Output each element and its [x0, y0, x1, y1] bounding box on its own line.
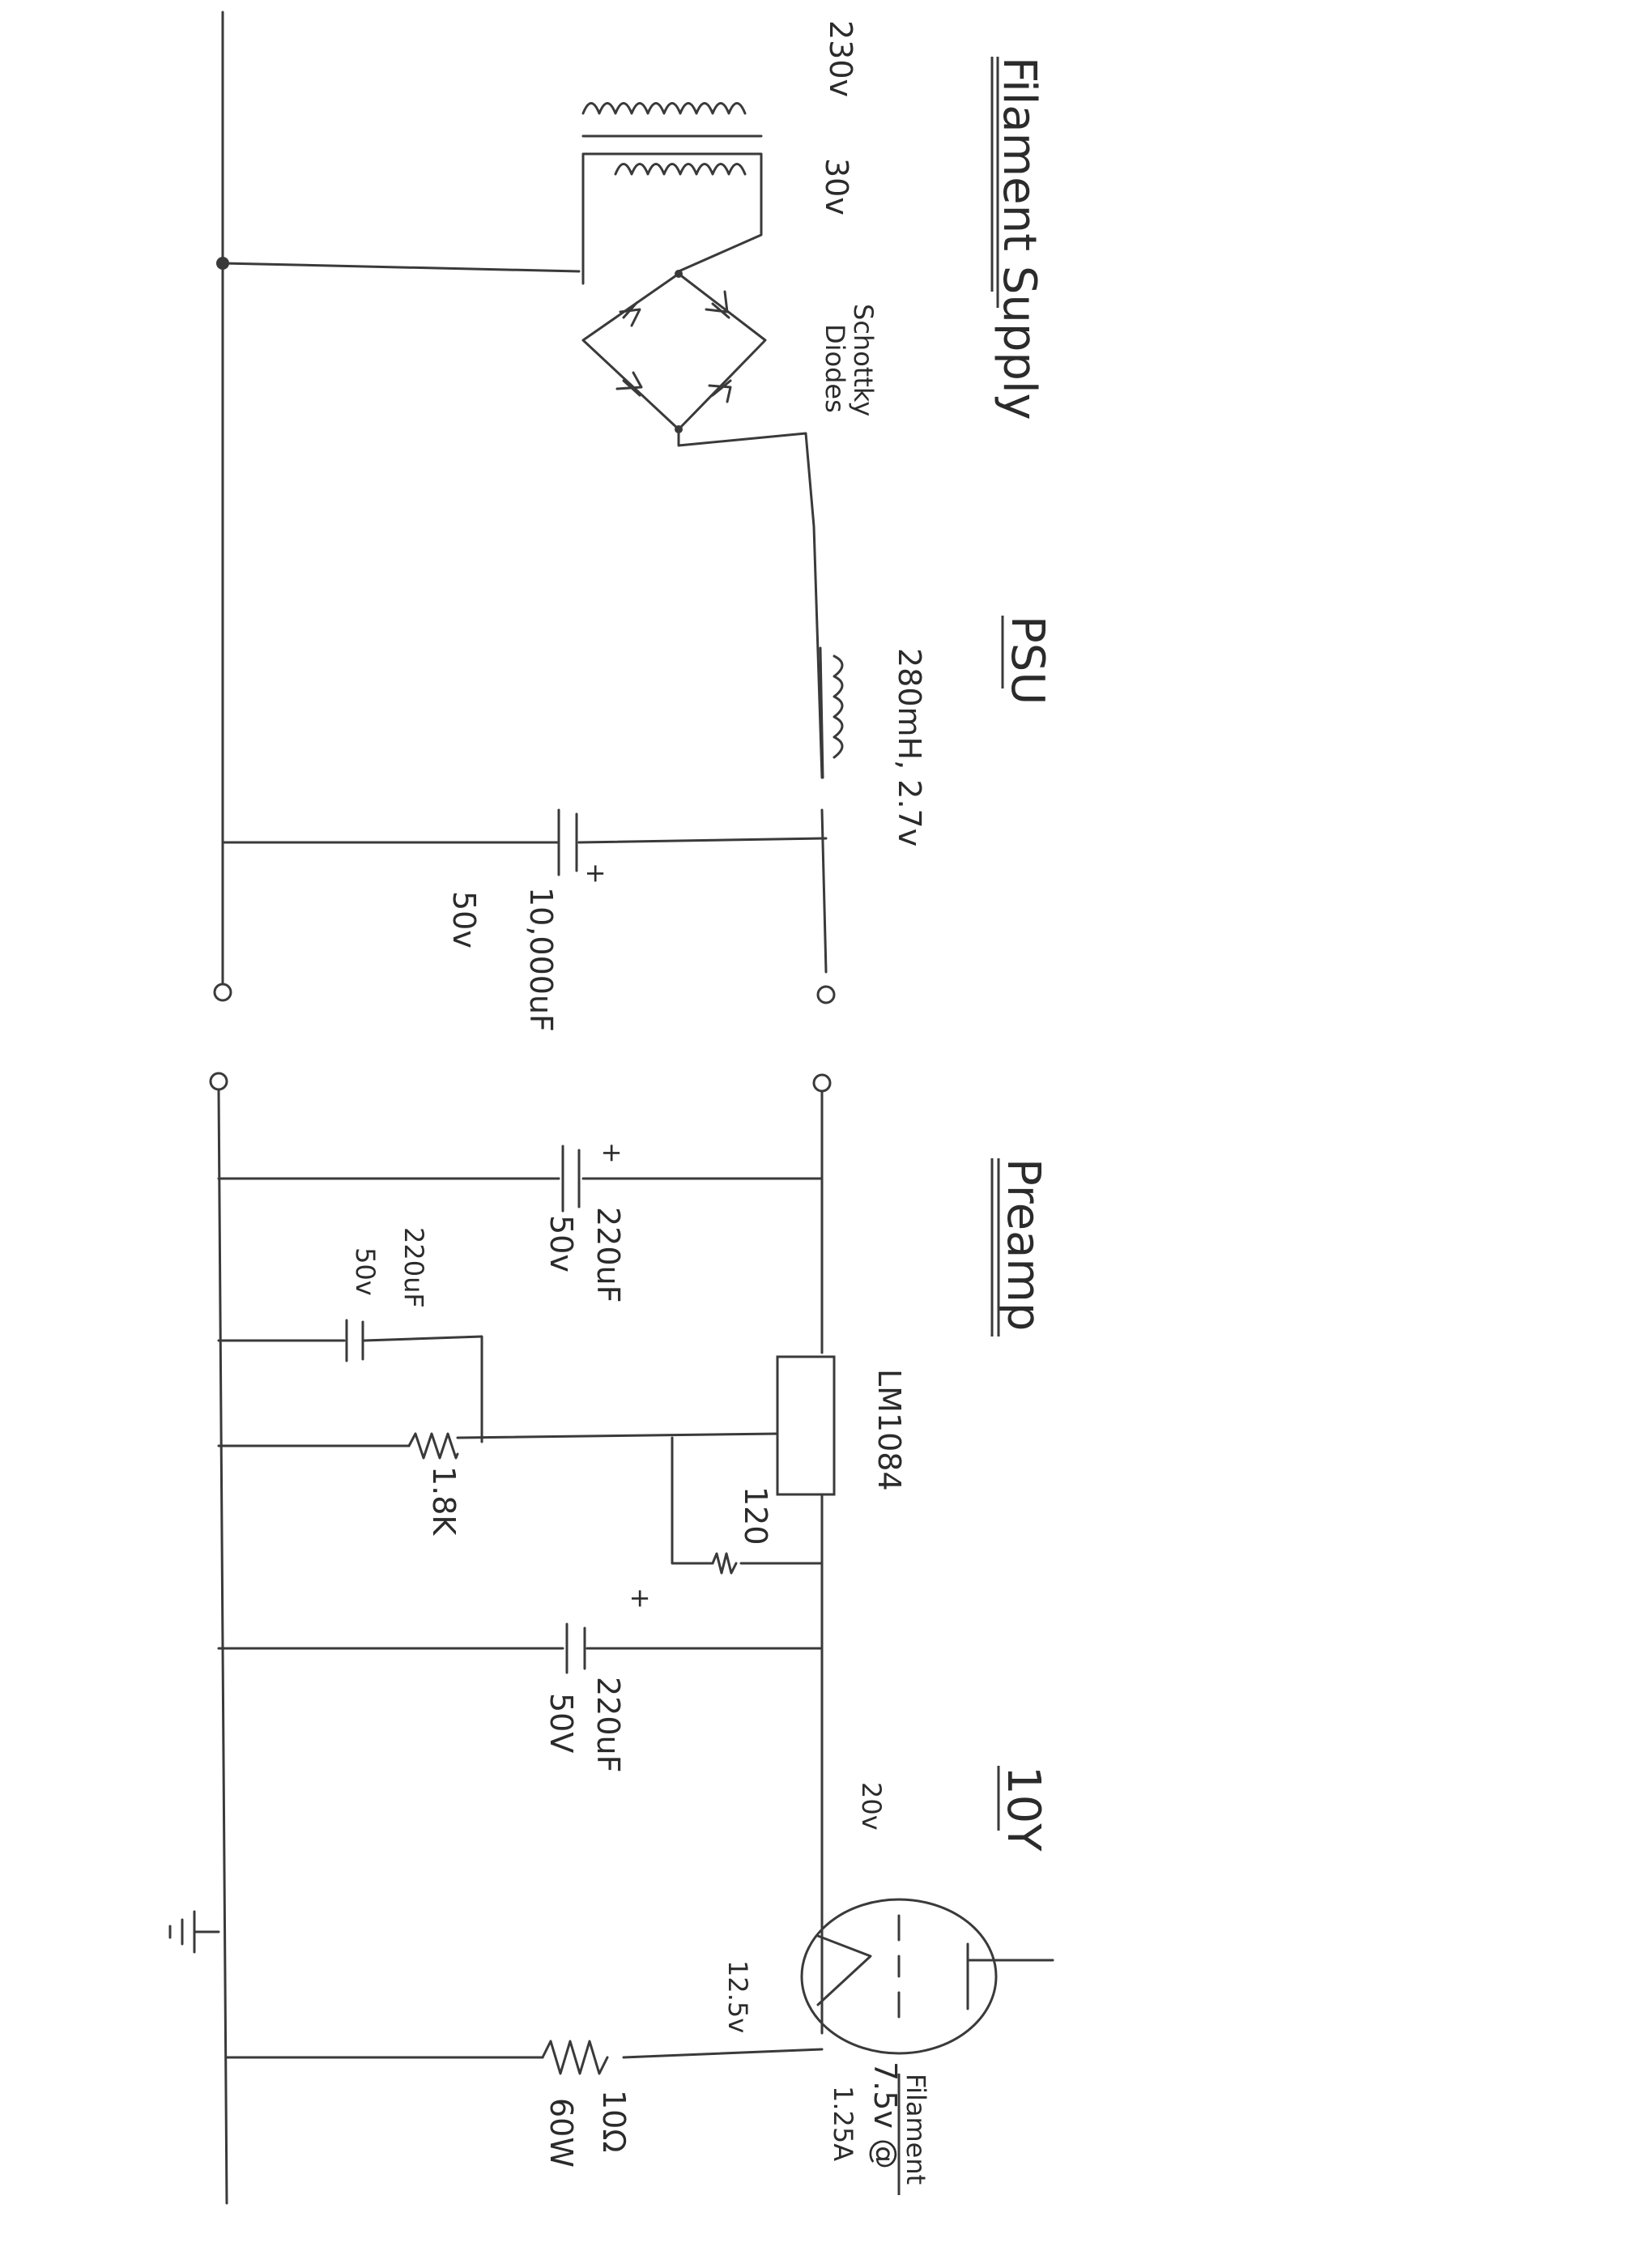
bridge-rectifier [581, 272, 767, 431]
label-regulator: LM1084 [871, 1369, 907, 1491]
wire-filter-cap [221, 837, 828, 844]
capacitor-220uf-output [565, 1622, 586, 1674]
label-secondary-voltage: 30v [819, 158, 854, 215]
wire-adj-cap [217, 1335, 483, 1443]
terminal-preamp-right [812, 1073, 832, 1093]
tube-envelope [800, 1898, 998, 2055]
transformer-secondary-coil [614, 163, 747, 176]
resistor-10ohm [541, 2040, 609, 2075]
label-supply-voltage: 20v [856, 1782, 887, 1831]
wire-load-resistor [225, 2048, 824, 2059]
label-filter-cap-value: 10,000uF [523, 887, 559, 1032]
polarity-input-cap: + [597, 1142, 628, 1164]
tube-plate [966, 1942, 1054, 2010]
label-diodes-type: Schottky [848, 304, 879, 416]
label-output-cap-voltage: 50V [543, 1693, 579, 1753]
diode-4 [708, 379, 732, 403]
label-input-cap-voltage: 50v [543, 1215, 579, 1273]
label-load-resistor-value: 10Ω [596, 2090, 632, 2152]
label-input-cap-value: 220uF [590, 1207, 626, 1302]
wire-choke-out [820, 808, 828, 974]
diode-1 [619, 301, 641, 327]
terminal-psu-right [816, 985, 836, 1004]
label-primary-voltage: 230v [823, 20, 858, 97]
diode-3 [615, 371, 643, 397]
capacitor-220uf-adj [345, 1319, 364, 1362]
wire-to-bridge [221, 262, 581, 273]
label-filament-current: 1.25A [828, 2086, 858, 2161]
wire-secondary-loop [581, 152, 763, 285]
label-filter-cap-voltage: 50v [446, 891, 482, 949]
title-filament-supply: Filament Supply [993, 57, 1045, 420]
tube-filament [816, 1934, 872, 2006]
label-ref-resistor: 120 [738, 1486, 773, 1545]
label-choke: 280mH, 2.7v [892, 648, 927, 846]
label-adj-cap-value: 220uF [398, 1227, 429, 1308]
resistor-120 [711, 1552, 738, 1575]
resistor-1-8k [407, 1432, 459, 1460]
label-diodes: Diodes [820, 324, 850, 413]
transformer-primary-coil [581, 102, 747, 115]
title-psu: PSU [1001, 616, 1054, 705]
ground-rail-bottom [217, 1088, 228, 2205]
title-preamp: Preamp [997, 1158, 1050, 1331]
choke-core [819, 646, 824, 779]
wiring [168, 11, 1054, 2205]
polarity-output-cap: + [625, 1588, 656, 1609]
wire-adj-resistor [217, 1432, 779, 1447]
wire-ref-resistor [671, 1436, 824, 1565]
capacitor-10000uf [557, 808, 578, 876]
terminal-psu-left [213, 983, 232, 1002]
label-filament: Filament [901, 2074, 931, 2185]
choke-inductor [833, 654, 844, 759]
regulator-lm1084 [776, 1355, 836, 1496]
wire-bridge-output [677, 428, 824, 779]
label-adj-resistor: 1.8K [426, 1466, 462, 1536]
label-filament-voltage: 7.5v @ [867, 2061, 903, 2169]
diode-2 [705, 290, 730, 319]
ground-symbol [168, 1910, 220, 1954]
capacitor-220uf-input [561, 1145, 581, 1213]
terminal-preamp-left [209, 1072, 228, 1091]
label-load-resistor-power: 60W [543, 2098, 579, 2168]
label-adj-cap-voltage: 50v [350, 1247, 381, 1296]
polarity-filter-cap: + [581, 863, 611, 885]
label-output-cap-value: 220uF [590, 1677, 626, 1772]
label-cathode-voltage: 12.5v [722, 1960, 753, 2033]
title-10y: 10Y [997, 1766, 1050, 1852]
